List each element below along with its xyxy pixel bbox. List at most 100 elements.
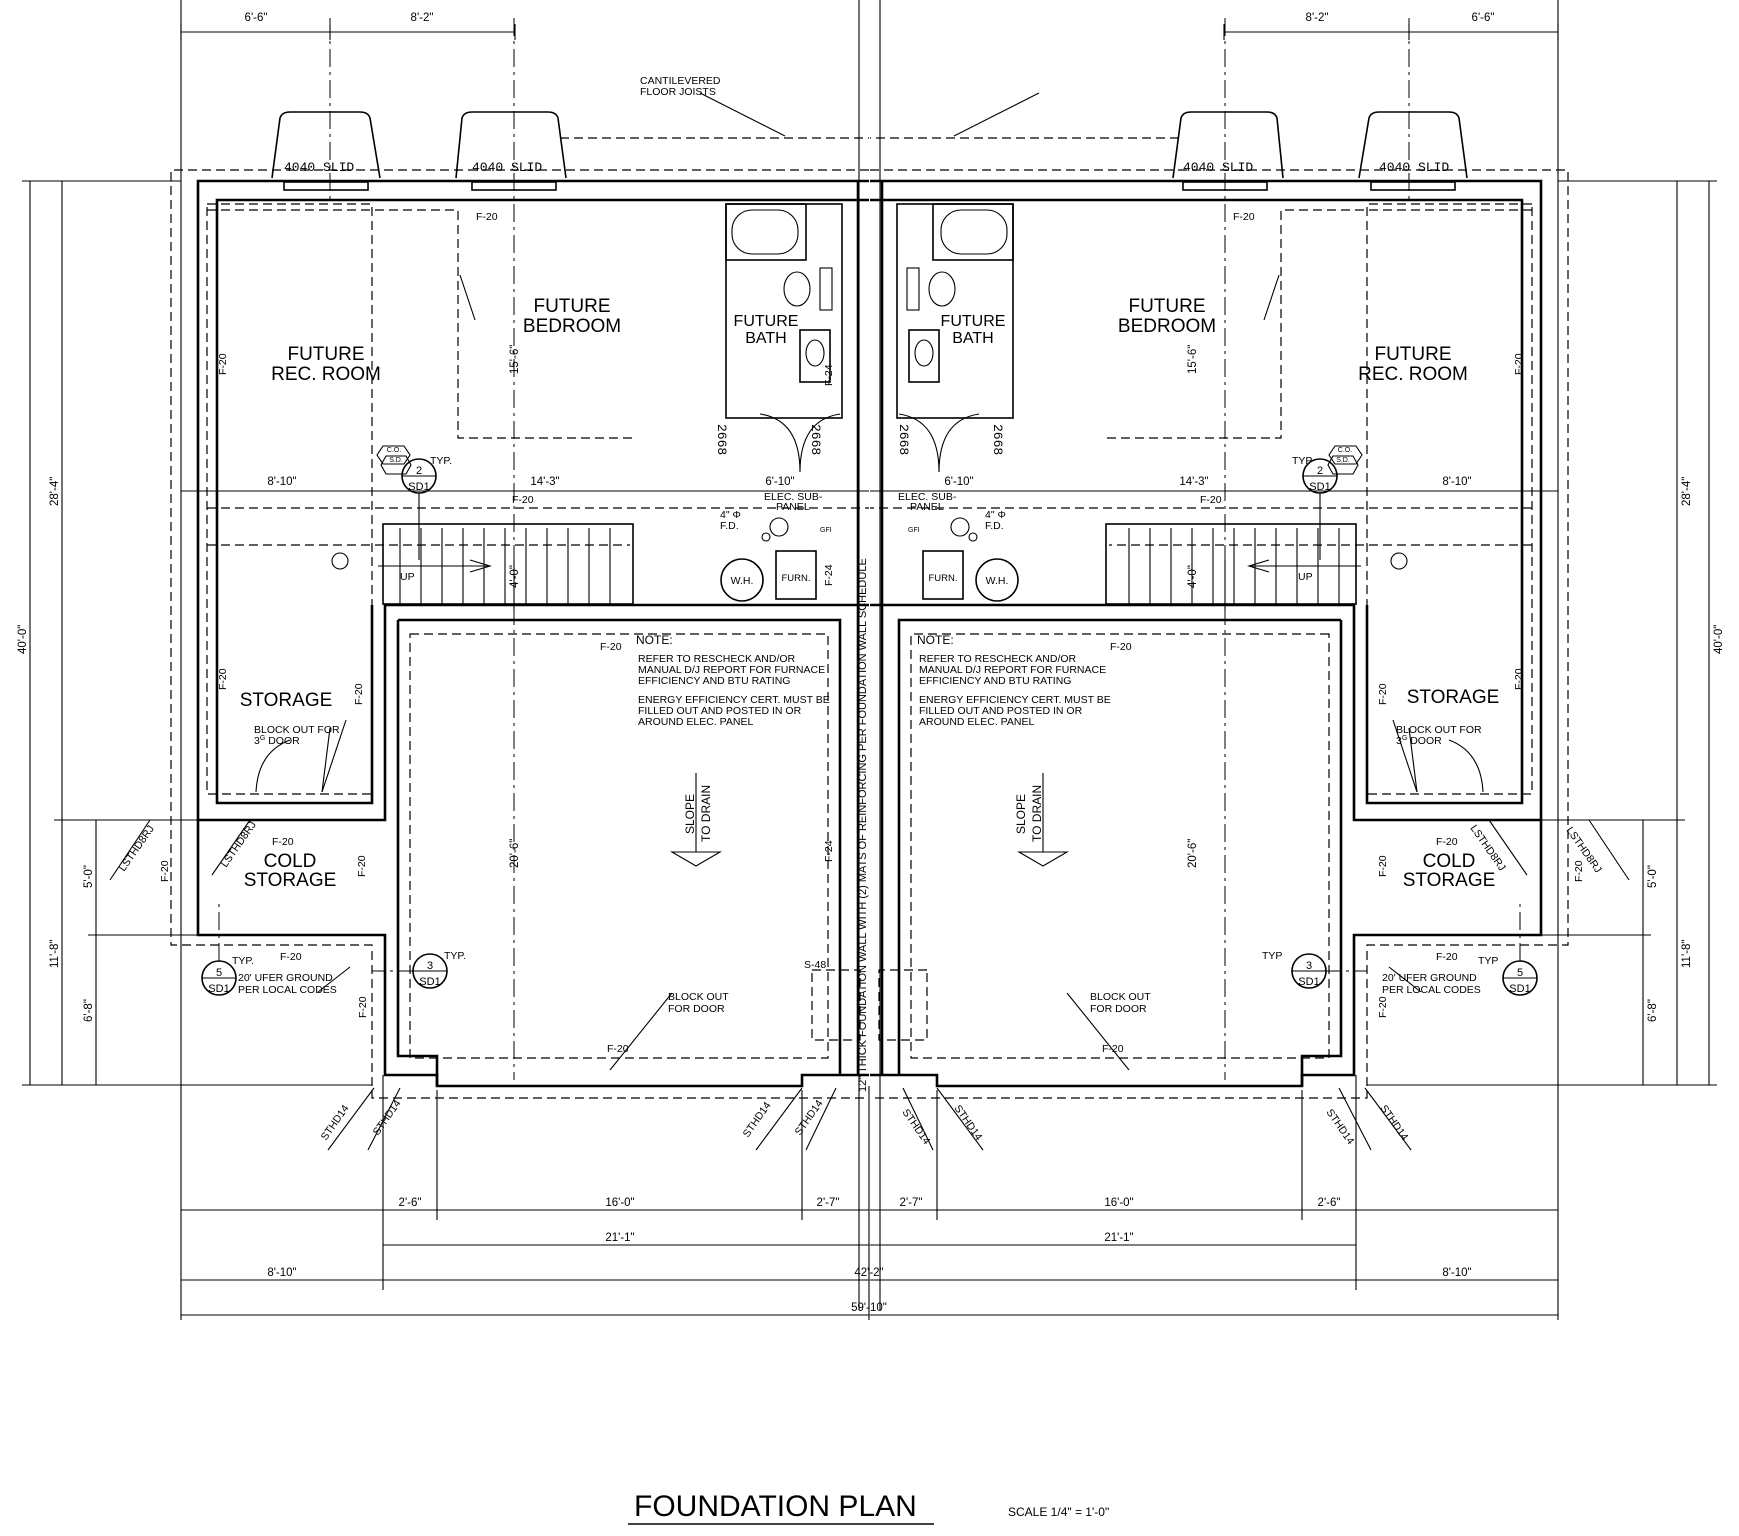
bedroom-label-l1: FUTURE [1128,296,1205,317]
gfi-label: GFI [908,527,920,534]
footing-label: F-20 [1102,1043,1124,1055]
detail-number: 5 [1517,967,1523,979]
dimension-label: 6'-10" [765,476,794,488]
blockout-door-l2: FOR DOOR [1090,1003,1147,1015]
blockout-3g-number: 3 [1396,735,1402,747]
slope-label-l1: SLOPE [1014,794,1028,834]
footing-label: F-20 [1377,996,1389,1018]
dimension-label: 2'-7" [900,1197,923,1209]
note-line: REFER TO RESCHECK AND/OR [919,653,1077,665]
dimension-label: 40'-0" [17,625,29,654]
footing-label: F-20 [217,353,229,375]
hold-down-label: STHD14 [371,1098,404,1138]
hold-down-label: STHD14 [319,1103,352,1143]
right-unit-labels: FUTURE REC. ROOM FUTURE BEDROOM FUTURE B… [896,12,1725,1279]
detail-sheet: SD1 [1509,983,1530,995]
note-line: AROUND ELEC. PANEL [919,716,1034,728]
footing-label: F-20 [1436,836,1458,848]
footing-label: F-20 [1233,211,1255,223]
typ-label: TYP. [232,955,254,967]
bedroom-label-l2: BEDROOM [1118,316,1216,337]
dimension-label: 8'-10" [267,476,296,488]
blockout-3g-l1: BLOCK OUT FOR [254,724,340,736]
footing-label: F-20 [512,494,534,506]
elec-panel-label-l1: ELEC. SUB- [898,491,957,503]
dimension-label: 15'-6" [1187,345,1199,374]
footing-label: F-20 [272,836,294,848]
footing-label: F-20 [353,683,365,705]
dimension-label: 2'-6" [1318,1197,1341,1209]
blockout-3g-superscript: G [260,735,265,742]
bedroom-label-l2: BEDROOM [523,316,621,337]
storage-label: STORAGE [240,690,333,711]
detail-sheet: SD1 [408,481,429,493]
dimension-label: 6'-8" [83,999,95,1022]
dimension-label: 16'-0" [1104,1197,1133,1209]
door-label: 2668 [990,424,1005,455]
smoke-detector-label: S.D. [1336,457,1350,464]
dimension-label: 6'-6" [245,12,268,24]
ufer-ground-l2: PER LOCAL CODES [1382,984,1481,996]
footing-label: F-20 [280,951,302,963]
note-line: ENERGY EFFICIENCY CERT. MUST BE [638,694,830,706]
footing-label: F-20 [217,668,229,690]
note-line: FILLED OUT AND POSTED IN OR [638,705,802,717]
blockout-3g-number: 3 [254,735,260,747]
ufer-ground-l1: 20' UFER GROUND [1382,972,1477,984]
stair-up-label: UP [400,571,415,583]
detail-number: 3 [427,960,433,972]
water-heater-label: W.H. [986,575,1009,587]
note-line: AROUND ELEC. PANEL [638,716,753,728]
dimension-label: 8'-10" [1442,476,1471,488]
dimension-label: 8'-2" [411,12,434,24]
dimension-label: 40'-0" [1713,625,1725,654]
bath-label-l1: FUTURE [941,313,1006,330]
dimension-label: 21'-1" [1104,1232,1133,1244]
typ-label: TYP. [430,455,452,467]
note-line: EFFICIENCY AND BTU RATING [638,675,790,687]
detail-number: 5 [216,967,222,979]
detail-sheet: SD1 [208,983,229,995]
floor-drain-label-l2: F.D. [720,520,739,532]
center-wall-note: 12" THICK FOUNDATION WALL WITH (2) MATS … [857,558,869,1092]
dimension-label: 11'-8" [49,940,61,968]
note-line: MANUAL D/J REPORT FOR FURNACE [638,664,825,676]
dimension-label: 4'-0" [1187,565,1199,588]
typ-label: TYP [1262,950,1282,962]
cantilever-note-l2: FLOOR JOISTS [640,86,716,98]
dimension-label: 4'-0" [509,565,521,588]
note-line: EFFICIENCY AND BTU RATING [919,675,1071,687]
rec-room-label-l1: FUTURE [287,344,364,365]
window-label: 4040 SLID [1379,160,1449,175]
floor-drain-label-l1: 4" Φ [985,509,1006,521]
door-label: 2668 [714,424,729,455]
blockout-door-l2: FOR DOOR [668,1003,725,1015]
dimension-label: 8'-2" [1306,12,1329,24]
cold-storage-label-l1: COLD [1423,851,1476,872]
hold-down-label: LSTHD8RJ [219,819,259,869]
furnace-label: FURN. [928,573,957,584]
floor-drain-label-l1: 4" Φ [720,509,741,521]
ufer-ground-l1: 20' UFER GROUND [238,972,333,984]
dimension-label: 14'-3" [1179,476,1208,488]
note-heading: NOTE: [917,633,954,647]
dimension-label: 6'-8" [1647,999,1659,1022]
elec-panel-label-l2: PANEL [910,501,944,513]
dimension-label: 8'-10" [267,1267,296,1279]
detail-sheet: SD1 [419,976,440,988]
window-label: 4040 SLID [284,160,354,175]
drawing-title: FOUNDATION PLAN [634,1490,917,1523]
dimension-label: 5'-0" [1647,865,1659,888]
blockout-3g-l1: BLOCK OUT FOR [1396,724,1482,736]
overall-width-total: 59'-10" [851,1302,887,1314]
dimension-label: 21'-1" [605,1232,634,1244]
blockout-3g-door: DOOR [1407,735,1442,747]
gfi-label: GFI [820,527,832,534]
note-line: REFER TO RESCHECK AND/OR [638,653,796,665]
detail-sheet: SD1 [1298,976,1319,988]
typ-label: TYP [1478,955,1498,967]
footing-label: F-20 [600,641,622,653]
rec-room-label-l2: REC. ROOM [1358,364,1468,385]
cold-storage-label-l1: COLD [264,851,317,872]
hold-down-label: STHD14 [793,1098,826,1138]
